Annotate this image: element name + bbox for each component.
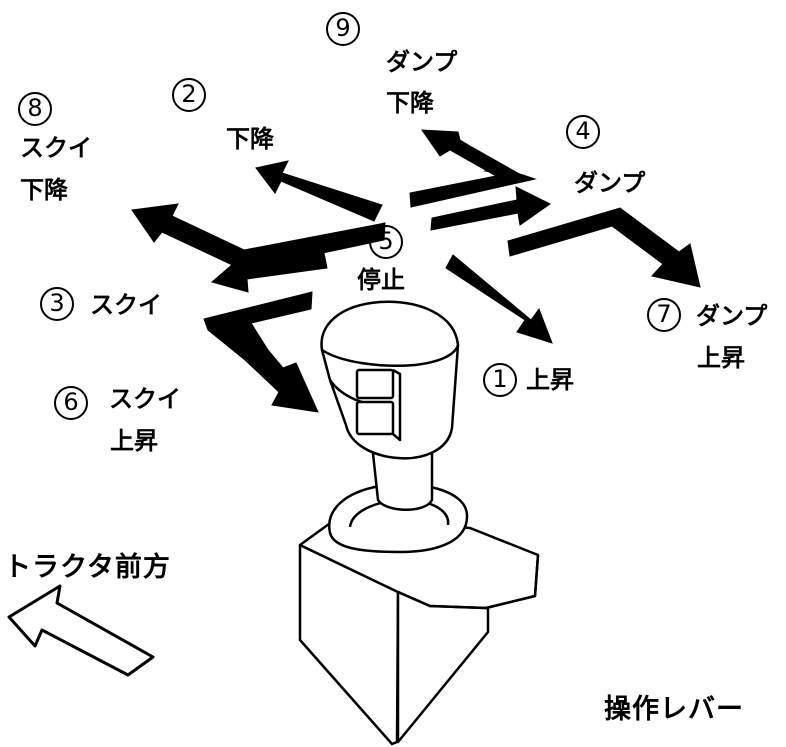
arrow-dump-raise	[507, 207, 701, 288]
number-badge-4: 4	[566, 115, 600, 149]
number-badge-8: 8	[18, 92, 52, 126]
arrow-lower	[255, 160, 383, 222]
direction-label-3-line1: スクイ	[90, 291, 162, 319]
lever-button-lower	[355, 400, 395, 436]
arrow-scoop-raise	[203, 291, 319, 413]
direction-label-6-line2: 上昇	[110, 427, 158, 455]
direction-label-5-line1: 停止	[357, 266, 405, 294]
direction-label-7-line1: ダンプ	[696, 302, 768, 330]
number-badge-9: 9	[326, 12, 360, 46]
direction-label-6-line1: スクイ	[109, 385, 181, 413]
direction-label-1-line1: 上昇	[526, 366, 574, 394]
control-lever	[298, 300, 540, 746]
front-direction-label: トラクタ前方	[4, 552, 171, 583]
number-badge-7: 7	[647, 298, 681, 332]
direction-label-8-line1: スクイ	[20, 134, 92, 162]
direction-label-9-line1: ダンプ	[386, 48, 458, 76]
number-badge-2: 2	[172, 78, 206, 112]
direction-label-4-line1: ダンプ	[574, 169, 646, 197]
arrow-raise	[445, 254, 553, 344]
direction-label-7-line2: 上昇	[697, 344, 745, 372]
front-direction-arrow	[7, 584, 155, 677]
number-badge-3: 3	[40, 287, 74, 321]
arrow-dump-lower	[409, 129, 537, 208]
number-badge-6: 6	[54, 386, 88, 420]
lever-caption: 操作レバー	[604, 694, 744, 725]
number-badge-5: 5	[369, 225, 403, 259]
arrow-scoop-lower	[131, 203, 386, 271]
direction-arrows	[131, 129, 701, 413]
number-badge-1: 1	[483, 363, 517, 397]
lever-button-upper	[355, 368, 395, 400]
lever-shaft	[370, 442, 434, 511]
arrow-dump	[430, 186, 551, 231]
direction-label-9-line2: 下降	[386, 89, 434, 117]
direction-label-2-line1: 下降	[226, 125, 274, 153]
direction-label-8-line2: 下降	[20, 176, 68, 204]
